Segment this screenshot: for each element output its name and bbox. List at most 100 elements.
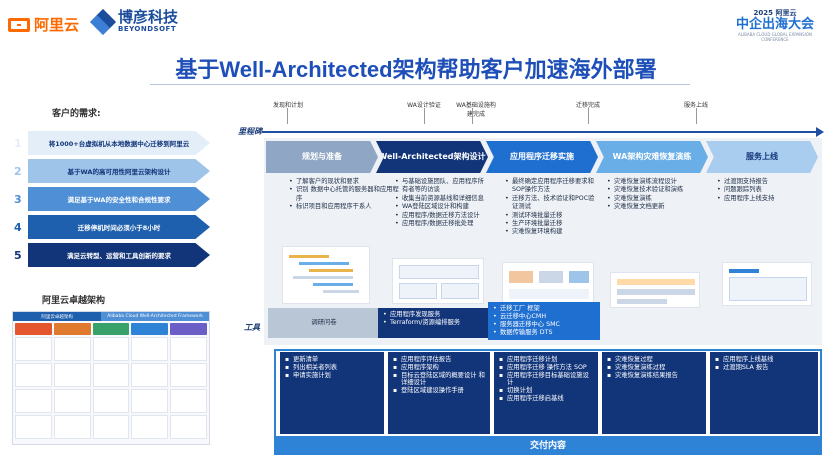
- need-number: 5: [14, 248, 22, 262]
- milestone-discovery: 发现和计划: [272, 102, 303, 109]
- deliverables-wa-design: 应用程序评估报告 应用程序架构 目标云登陆区域的概要设计 和详细设计 登陆区域建…: [388, 352, 490, 434]
- deliverable-item: 灾难恢复过程: [606, 356, 702, 364]
- task-item: WA登陆区域设计和构建: [394, 203, 490, 212]
- thumbnail-dr-process: [610, 272, 700, 308]
- tasks-planning: 了解客户的现状和要求 识别 数据中心托管的服务器和应用程序 标识项目和应用程序干…: [288, 178, 400, 212]
- task-item: 灾难恢复演练: [606, 195, 700, 204]
- tools-migration: 迁移工厂 框架 云迁移中心CMH 服务器迁移中心 SMC 数据传输服务 DTS: [488, 302, 600, 340]
- deliverables-planning: 更新清单 列出相关者列表 申请实施计划: [280, 352, 384, 434]
- beyondsoft-logo: 博彦科技 BEYONDSOFT: [89, 8, 179, 35]
- beyondsoft-name-en: BEYONDSOFT: [118, 25, 177, 33]
- tool-item: 数据传输服务 DTS: [492, 329, 596, 337]
- deliverable-item: 应用程序上线基线: [714, 356, 814, 364]
- task-item: 过渡期支持报告: [716, 178, 816, 187]
- deliverable-item: 过渡期SLA 报告: [714, 364, 814, 372]
- deliverable-item: 目标云登陆区域的概要设计 和详细设计: [392, 372, 486, 388]
- phase-wa-design: Well-Architected架构设计: [376, 141, 488, 173]
- deliverable-item: 应用程序迁移目标基础设施设计: [498, 372, 594, 388]
- title-divider: [150, 84, 690, 85]
- page-title: 基于Well-Architected架构帮助客户加速海外部署: [175, 57, 657, 82]
- task-item: 标识项目和应用程序干系人: [288, 203, 400, 212]
- thumbnail-architecture: [392, 258, 484, 304]
- deliverable-item: 应用程序迁移启基线: [498, 395, 594, 403]
- task-item: 测试环境批量迁移: [504, 212, 596, 221]
- beyondsoft-diamond-icon: [89, 8, 117, 35]
- tools-planning: 调研问卷: [268, 308, 380, 338]
- need-number: 2: [14, 164, 22, 178]
- deliverable-item: 列出相关者列表: [284, 364, 380, 372]
- deliverables-migration: 应用程序迁移计划 应用程序迁移 操作方法 SOP 应用程序迁移目标基础设施设计 …: [494, 352, 598, 434]
- milestone-tick: [696, 108, 697, 124]
- task-item: 问题跟踪列表: [716, 186, 816, 195]
- tool-item: 服务器迁移中心 SMC: [492, 321, 596, 329]
- task-item: 应用程序上线支持: [716, 195, 816, 204]
- aliyun-logo: 阿里云: [8, 14, 79, 35]
- need-number: 1: [14, 136, 22, 150]
- task-item: 生产环境批量迁移: [504, 220, 596, 229]
- need-item: 3 满足基于WA的安全性和合规性要求: [14, 187, 210, 211]
- aliyun-logo-text: 阿里云: [34, 16, 80, 34]
- task-item: 收集当前资源基线和详细信息: [394, 195, 490, 204]
- thumbnail-gantt-chart: [282, 246, 370, 304]
- milestone-go-live: 服务上线: [683, 102, 708, 109]
- needs-title: 客户的需求:: [52, 109, 101, 119]
- architecture-diagram: 阿里云卓越架构 Alibaba Cloud Well-Architected F…: [12, 311, 210, 445]
- event-logo: 2025 阿里云 中企出海大会 ALIBABA CLOUD GLOBAL EXP…: [730, 8, 820, 42]
- event-subtitle: ALIBABA CLOUD GLOBAL EXPANSION CONFERENC…: [737, 32, 812, 42]
- tasks-dr-drill: 灾难恢复演练流程设计 灾难恢复技术验证和演练 灾难恢复演练 灾难恢复文档更新: [606, 178, 700, 212]
- task-item: 识别 数据中心托管的服务器和应用程序: [288, 186, 400, 203]
- milestone-wa-validation: WA设计验证: [407, 102, 441, 109]
- tool-item: 迁移工厂 框架: [492, 305, 596, 313]
- aliyun-mark-icon: [8, 17, 30, 32]
- deliverable-item: 切换计划: [498, 387, 594, 395]
- deliverables-dr-drill: 灾难恢复过程 灾难恢复演练过程 灾难恢复演练结果报告: [602, 352, 706, 434]
- milestone-infra-complete: WA基础设施构建完成: [456, 102, 496, 118]
- tasks-go-live: 过渡期支持报告 问题跟踪列表 应用程序上线支持: [716, 178, 816, 204]
- need-number: 4: [14, 220, 22, 234]
- task-item: 与基础设施团队、应用程序所有者等的访谈: [394, 178, 490, 195]
- event-name: 中企出海大会: [735, 17, 814, 32]
- phase-go-live: 服务上线: [706, 141, 818, 173]
- deliverable-item: 申请实施计划: [284, 372, 380, 380]
- task-item: 灾难恢复文档更新: [606, 203, 700, 212]
- thumbnail-migration-flow: [502, 262, 594, 306]
- deliverables-go-live: 应用程序上线基线 过渡期SLA 报告: [710, 352, 818, 434]
- need-item: 1 将1000+台虚拟机从本地数据中心迁移到阿里云: [14, 131, 210, 155]
- tool-item: 调研问卷: [311, 319, 337, 326]
- deliverable-item: 登陆区域建设操作手册: [392, 387, 486, 395]
- phase-dr-drill: WA架构灾难恢复演练: [596, 141, 708, 173]
- task-item: 了解客户的现状和要求: [288, 178, 400, 187]
- architecture-header-left: 阿里云卓越架构: [13, 312, 102, 321]
- need-text: 满足基于WA的安全性和合规性要求: [28, 187, 210, 211]
- need-text: 基于WA的高可用性阿里云架构设计: [28, 159, 210, 183]
- architecture-header-right: Alibaba Cloud Well-Architected Framework: [101, 312, 209, 321]
- task-item: 应用程序/数据迁移批处理: [394, 220, 490, 229]
- deliverable-item: 灾难恢复演练结果报告: [606, 372, 702, 380]
- tasks-migration: 最终确定应用程序迁移要求和 SOP操作方法 迁移方法、技术验证和POC验证测试 …: [504, 178, 596, 237]
- milestone-tick: [472, 108, 473, 124]
- phase-migration: 应用程序迁移实施: [486, 141, 598, 173]
- deliverable-item: 应用程序架构: [392, 364, 486, 372]
- axis-label-tools: 工具: [244, 323, 260, 332]
- deliverable-item: 更新清单: [284, 356, 380, 364]
- task-item: 最终确定应用程序迁移要求和 SOP操作方法: [504, 178, 596, 195]
- task-item: 灾难恢复演练流程设计: [606, 178, 700, 187]
- beyondsoft-name: 博彦科技: [118, 8, 179, 26]
- milestone-tick: [287, 108, 288, 124]
- tool-item: 应用程序发现服务: [382, 311, 486, 319]
- need-number: 3: [14, 192, 22, 206]
- axis-arrow-icon: [816, 127, 824, 137]
- axis-label-milestone: 里程碑: [238, 127, 262, 136]
- phase-planning: 规划与准备: [266, 141, 378, 173]
- tool-item: 云迁移中心CMH: [492, 313, 596, 321]
- deliverable-item: 应用程序迁移计划: [498, 356, 594, 364]
- milestone-tick: [588, 108, 589, 124]
- task-item: 灾难恢复技术验证和演练: [606, 186, 700, 195]
- need-text: 将1000+台虚拟机从本地数据中心迁移到阿里云: [28, 131, 210, 155]
- task-item: 迁移方法、技术验证和POC验证测试: [504, 195, 596, 212]
- need-item: 2 基于WA的高可用性阿里云架构设计: [14, 159, 210, 183]
- thumbnail-go-live-report: [722, 262, 812, 306]
- deliverable-item: 应用程序评估报告: [392, 356, 486, 364]
